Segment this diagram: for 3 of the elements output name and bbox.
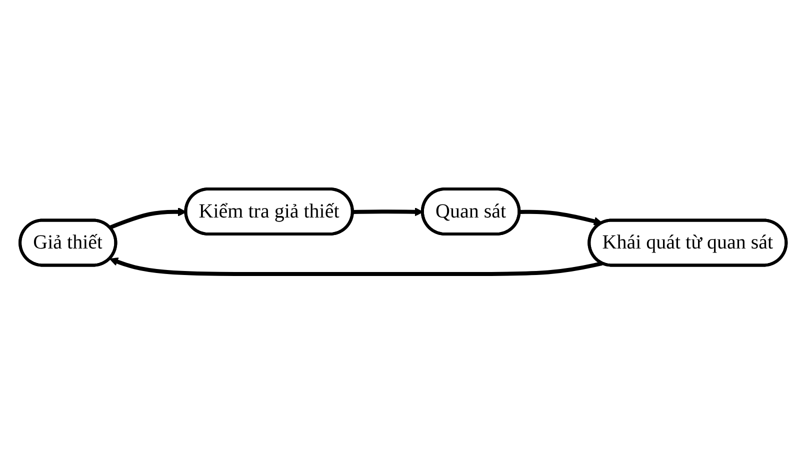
arrow xyxy=(520,209,603,225)
arrow xyxy=(110,257,603,276)
arrow xyxy=(110,206,187,229)
